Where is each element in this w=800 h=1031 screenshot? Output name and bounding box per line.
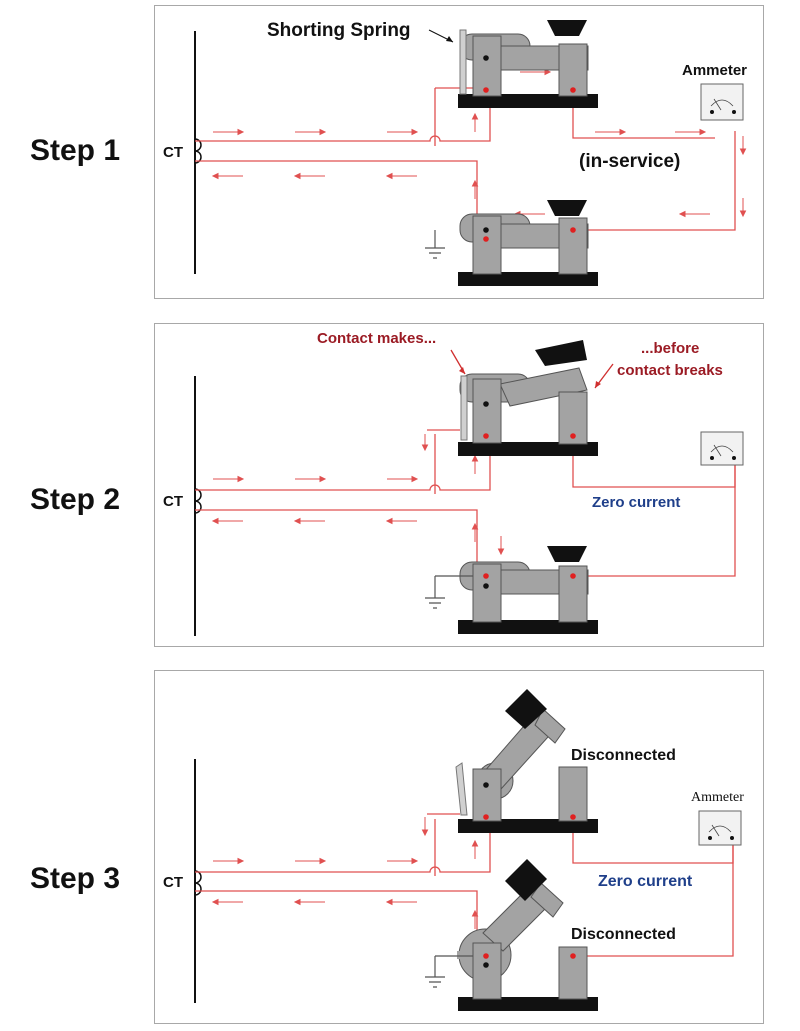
contact-makes-callout: Contact makes... — [317, 330, 437, 347]
step-2-diagram — [194, 340, 744, 636]
top-switch — [458, 340, 598, 456]
bottom-switch — [458, 546, 598, 634]
ground-symbol — [425, 230, 445, 259]
wires — [195, 429, 736, 577]
ct-coil — [194, 870, 202, 896]
ct-label: CT — [163, 144, 183, 161]
zero-current-label: Zero current — [598, 873, 693, 890]
shorting-spring-callout: Shorting Spring — [267, 20, 411, 41]
in-service-callout: (in-service) — [579, 151, 681, 172]
ct-label: CT — [163, 874, 183, 891]
flow-arrows — [211, 68, 747, 218]
ammeter-1 — [700, 83, 744, 121]
step-1-diagram — [194, 20, 747, 286]
ground-symbol — [425, 955, 473, 988]
ammeter-callout: Ammeter — [682, 62, 748, 79]
flow-arrows — [211, 817, 505, 937]
top-switch — [458, 20, 598, 108]
flow-arrows — [211, 434, 505, 556]
top-switch — [455, 689, 598, 833]
bottom-switch — [458, 200, 598, 286]
ammeter-3 — [698, 810, 742, 846]
step-3-diagram — [194, 689, 742, 1011]
step-1-label: Step 1 — [30, 134, 121, 167]
meter-2 — [700, 431, 744, 466]
step-2-panel: CT Contact makes... ...before contact br… — [154, 323, 764, 647]
ground-symbol — [425, 575, 473, 609]
step-3-panel: CT Ammeter Disconnected Zero current Dis… — [154, 670, 764, 1024]
disconnected-bottom-label: Disconnected — [571, 926, 676, 943]
step-3-label: Step 3 — [30, 862, 121, 895]
ct-label: CT — [163, 493, 183, 510]
wires — [195, 87, 736, 231]
zero-current-label: Zero current — [592, 494, 681, 511]
disconnected-top-label: Disconnected — [571, 747, 676, 764]
step-1-panel: CT Shorting Spring Ammeter (in-service) — [154, 5, 764, 299]
ammeter-callout: Ammeter — [691, 790, 744, 805]
before-callout: ...before — [641, 340, 700, 357]
step-2-label: Step 2 — [30, 483, 121, 516]
bottom-switch — [457, 859, 598, 1011]
contact-breaks-callout: contact breaks — [617, 362, 723, 379]
